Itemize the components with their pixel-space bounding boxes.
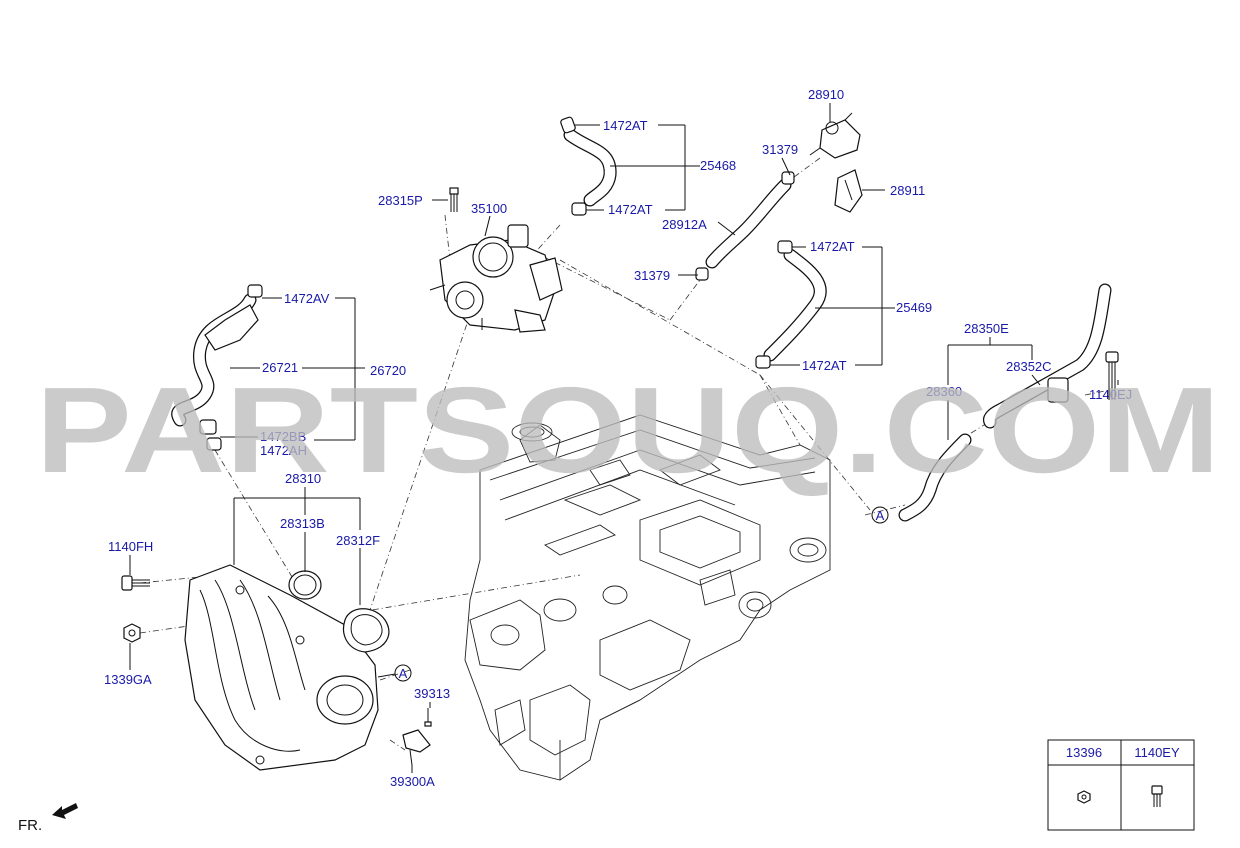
watermark: PARTSOUQ.COM bbox=[36, 362, 1221, 498]
callout-26721[interactable]: 26721 bbox=[262, 360, 298, 375]
callout-28350E[interactable]: 28350E bbox=[964, 321, 1009, 336]
callout-28911[interactable]: 28911 bbox=[890, 183, 925, 198]
table-header-1140EY: 1140EY bbox=[1134, 745, 1180, 760]
front-label: FR. bbox=[18, 817, 42, 834]
callout-39300A[interactable]: 39300A bbox=[390, 774, 435, 789]
callout-leader-lines bbox=[129, 103, 1119, 773]
callout-25469[interactable]: 25469 bbox=[896, 300, 932, 315]
callout-1472AT[interactable]: 1472AT bbox=[608, 202, 653, 217]
front-direction-indicator: FR. bbox=[18, 803, 78, 834]
callout-labels: 28910 1472AT 31379 25468 28315P 35100 14… bbox=[104, 87, 1132, 789]
table-header-13396: 13396 bbox=[1066, 745, 1102, 760]
callout-26720[interactable]: 26720 bbox=[370, 363, 406, 378]
reference-letter: A bbox=[876, 508, 885, 523]
intake-manifold-28310 bbox=[184, 564, 379, 771]
bolt-1140EJ bbox=[1105, 351, 1119, 400]
bracket-28911 bbox=[834, 169, 863, 213]
callout-28310[interactable]: 28310 bbox=[285, 471, 321, 486]
screw-39313 bbox=[424, 708, 432, 727]
reference-circle-a-left: A bbox=[394, 664, 412, 682]
callout-28910[interactable]: 28910 bbox=[808, 87, 844, 102]
throttle-body-35100 bbox=[429, 224, 563, 333]
reference-circle-a-right: A bbox=[871, 506, 889, 524]
bolt-1140FH bbox=[121, 575, 150, 591]
callout-1472BB[interactable]: 1472BB bbox=[260, 429, 306, 444]
bolt-28315P bbox=[449, 187, 459, 212]
callout-1339GA[interactable]: 1339GA bbox=[104, 672, 152, 687]
breather-hose-26721 bbox=[171, 284, 263, 451]
callout-35100[interactable]: 35100 bbox=[471, 201, 507, 216]
hose-25468 bbox=[560, 116, 617, 216]
callout-1140FH[interactable]: 1140FH bbox=[108, 539, 153, 554]
callout-28312F[interactable]: 28312F bbox=[336, 533, 380, 548]
hose-28360 bbox=[898, 433, 972, 522]
gasket-28313B bbox=[288, 570, 322, 600]
callout-28352C[interactable]: 28352C bbox=[1006, 359, 1052, 374]
purge-valve-28910 bbox=[809, 112, 861, 159]
flange-bolt-icon bbox=[1151, 785, 1163, 807]
sensor-39300A bbox=[402, 729, 431, 766]
nut-1339GA bbox=[123, 623, 141, 643]
reference-letter: A bbox=[399, 666, 408, 681]
callout-31379[interactable]: 31379 bbox=[762, 142, 798, 157]
hose-28912A bbox=[695, 171, 795, 281]
gasket-28312F bbox=[343, 608, 390, 653]
callout-1472AH[interactable]: 1472AH bbox=[260, 443, 307, 458]
engine-block-drawing bbox=[464, 414, 831, 781]
callout-28360[interactable]: 28360 bbox=[926, 384, 962, 399]
callout-28912A[interactable]: 28912A bbox=[662, 217, 707, 232]
callout-39313[interactable]: 39313 bbox=[414, 686, 450, 701]
callout-1472AT[interactable]: 1472AT bbox=[802, 358, 847, 373]
pipe-28350E bbox=[983, 283, 1112, 429]
callout-28313B[interactable]: 28313B bbox=[280, 516, 325, 531]
callout-25468[interactable]: 25468 bbox=[700, 158, 736, 173]
nut-icon bbox=[1077, 790, 1091, 804]
hose-25469 bbox=[755, 240, 827, 369]
standard-parts-table: 13396 1140EY bbox=[1047, 739, 1195, 831]
callout-28315P[interactable]: 28315P bbox=[378, 193, 423, 208]
callout-1472AV[interactable]: 1472AV bbox=[284, 291, 330, 306]
callout-31379[interactable]: 31379 bbox=[634, 268, 670, 283]
callout-1472AT[interactable]: 1472AT bbox=[810, 239, 855, 254]
front-arrow-icon bbox=[52, 803, 78, 819]
callout-1140EJ[interactable]: 1140EJ bbox=[1089, 387, 1132, 402]
callout-1472AT[interactable]: 1472AT bbox=[603, 118, 648, 133]
